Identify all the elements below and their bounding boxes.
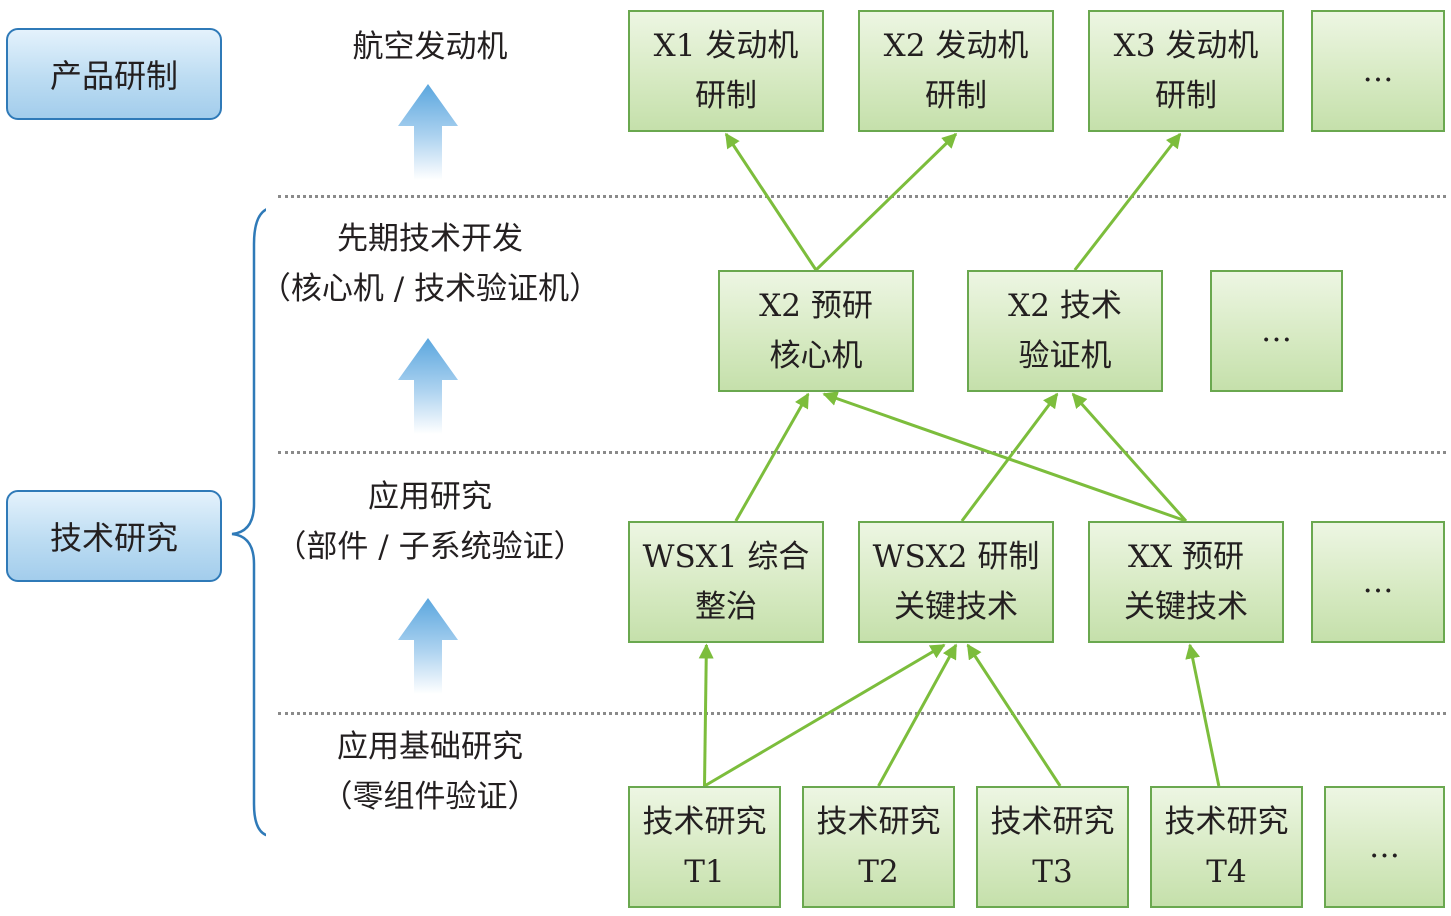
x3-engine-development-box: X3 发动机 研制 — [1088, 10, 1284, 132]
box-line: 技术研究 — [1164, 804, 1289, 840]
connector-arrow-core-to-x1 — [724, 132, 818, 271]
t2-box: 技术研究 T2 — [802, 786, 955, 908]
connector-arrow-wsx2-to-demo — [960, 392, 1059, 522]
separator-line — [278, 451, 1446, 454]
t1-box: 技术研究 T1 — [628, 786, 781, 908]
x2-core-engine-box: X2 预研 核心机 — [718, 270, 914, 392]
more-products-box: … — [1311, 10, 1445, 132]
box-line: X2 技术 — [1008, 288, 1122, 324]
level-applied-title: 应用研究 — [368, 479, 492, 515]
level-basic: 应用基础研究 （零组件验证） — [240, 722, 620, 822]
box-line: 研制 — [925, 78, 987, 114]
box-line: 整治 — [695, 589, 757, 625]
box-line: 研制 — [1155, 78, 1217, 114]
connector-arrow-demo-to-x3 — [1073, 132, 1182, 271]
box-line: XX 预研 — [1128, 539, 1244, 575]
wsx2-box: WSX2 研制 关键技术 — [858, 521, 1054, 643]
separator-line — [278, 712, 1446, 715]
level-applied-subtitle: （部件 / 子系统验证） — [275, 529, 585, 565]
ellipsis-text: … — [1369, 829, 1400, 865]
separator-line — [278, 195, 1446, 198]
box-line: X2 预研 — [759, 288, 873, 324]
box-line: 技术研究 — [990, 804, 1115, 840]
up-arrow-icon — [398, 84, 458, 180]
connector-arrow-t3-to-wsx2 — [966, 643, 1062, 787]
box-line: 核心机 — [769, 338, 863, 374]
ellipsis-text: … — [1261, 313, 1292, 349]
x2-demonstrator-box: X2 技术 验证机 — [967, 270, 1163, 392]
t3-box: 技术研究 T3 — [976, 786, 1129, 908]
box-line: WSX2 研制 — [872, 539, 1040, 575]
level-engine-title: 航空发动机 — [352, 29, 508, 65]
wsx1-box: WSX1 综合 整治 — [628, 521, 824, 643]
connector-arrow-t4-to-xx — [1185, 643, 1221, 787]
ellipsis-text: … — [1362, 53, 1394, 89]
technology-research-text: 技术研究 — [49, 519, 178, 557]
box-line: T4 — [1206, 854, 1247, 890]
connector-arrow-t1-to-wsx1 — [698, 643, 714, 787]
box-line: T2 — [858, 854, 899, 890]
up-arrow-icon — [398, 598, 458, 694]
level-basic-title: 应用基础研究 — [337, 729, 523, 765]
connector-arrow-xx-to-core — [822, 391, 1187, 523]
connector-arrow-core-to-x2 — [814, 132, 958, 272]
box-line: 关键技术 — [894, 589, 1018, 625]
level-advanced-subtitle: （核心机 / 技术验证机） — [259, 271, 601, 307]
box-line: 关键技术 — [1124, 589, 1248, 625]
x1-engine-development-box: X1 发动机 研制 — [628, 10, 824, 132]
box-line: 技术研究 — [816, 804, 941, 840]
level-applied: 应用研究 （部件 / 子系统验证） — [240, 472, 620, 572]
box-line: 技术研究 — [642, 804, 767, 840]
x2-engine-development-box: X2 发动机 研制 — [858, 10, 1054, 132]
box-line: T3 — [1032, 854, 1073, 890]
product-development-label: 产品研制 — [6, 28, 222, 120]
more-basic-box: … — [1324, 786, 1445, 908]
level-engine: 航空发动机 — [240, 22, 620, 72]
xx-box: XX 预研 关键技术 — [1088, 521, 1284, 643]
connector-arrow-t2-to-wsx2 — [877, 643, 958, 787]
more-applied-box: … — [1311, 521, 1445, 643]
box-line: WSX1 综合 — [642, 539, 810, 575]
box-line: X2 发动机 — [883, 28, 1029, 64]
product-development-text: 产品研制 — [49, 57, 178, 95]
box-line: T1 — [684, 854, 725, 890]
technology-research-label: 技术研究 — [6, 490, 222, 582]
box-line: X3 发动机 — [1113, 28, 1259, 64]
box-line: 验证机 — [1018, 338, 1112, 374]
level-advanced: 先期技术开发 （核心机 / 技术验证机） — [240, 214, 620, 314]
brace — [231, 208, 266, 837]
connector-arrow-xx-to-demo — [1071, 392, 1188, 522]
up-arrow-icon — [398, 338, 458, 434]
box-line: 研制 — [695, 78, 757, 114]
connector-arrow-wsx1-to-core — [734, 392, 810, 522]
more-advanced-box: … — [1210, 270, 1343, 392]
connector-arrow-t1-to-wsx2 — [703, 643, 946, 788]
level-advanced-title: 先期技术开发 — [337, 221, 523, 257]
ellipsis-text: … — [1362, 564, 1394, 600]
box-line: X1 发动机 — [653, 28, 799, 64]
level-basic-subtitle: （零组件验证） — [321, 779, 539, 815]
brace-path — [231, 208, 266, 837]
t4-box: 技术研究 T4 — [1150, 786, 1303, 908]
